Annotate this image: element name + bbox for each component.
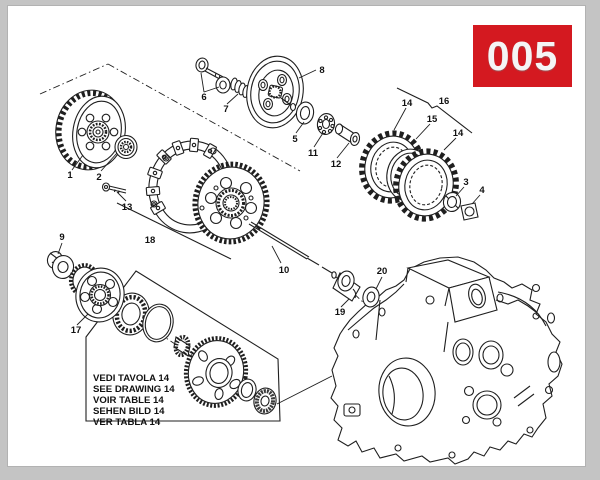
part-label-4: 4 [479,185,485,196]
part-11-bearing [316,113,336,135]
part-10-push-rod [248,221,337,279]
part-18-clutch-basket [145,137,270,245]
part-label-17: 17 [71,325,82,336]
inset-dark-bearing [253,387,277,415]
part-label-2: 2 [96,172,101,183]
part-label-13: 13 [122,202,133,213]
crankcase-half [330,256,563,465]
inset-primary-gear [183,336,249,408]
basket-fingers [145,137,217,215]
part-labels: 1 2 3 4 5 6 7 8 9 10 11 12 13 14 14 15 1… [59,65,485,336]
part-label-11: 11 [308,148,319,159]
part-label-12: 12 [331,159,342,170]
part-label-14a: 14 [402,98,413,109]
part-20-washer [362,286,380,308]
note-line-4: SEHEN BILD 14 [93,406,165,417]
note-line-5: VER TABLA 14 [93,417,161,428]
inset-box [85,270,333,422]
note-line-1: VEDI TAVOLA 14 [93,373,170,384]
part-label-7: 7 [223,104,228,115]
part-label-20: 20 [377,266,388,277]
part-8-pressure-plate [246,55,304,129]
part-label-18: 18 [145,235,156,246]
note-line-3: VOIR TABLE 14 [93,395,164,406]
part-18-group-line [116,202,232,260]
part-3-nut [442,191,462,213]
part-9-ring-nut [46,250,75,280]
part-13-screw [101,182,127,194]
inset-splined-bush [173,334,191,358]
inset-ring-washer [237,378,257,402]
part-19-spacer [332,270,361,302]
part-label-19: 19 [335,307,346,318]
part-label-6: 6 [201,92,206,103]
part-label-9: 9 [59,232,64,243]
inset-o-ring [142,303,174,343]
part-4-lock-washer [460,202,479,221]
part-17-clutch-hub [68,263,125,323]
part-label-8: 8 [319,65,324,76]
part-label-3: 3 [463,177,468,188]
part-label-1: 1 [67,170,73,181]
note-line-2: SEE DRAWING 14 [93,384,175,395]
part-1-primary-gear [55,89,126,171]
part-label-15: 15 [427,114,438,125]
leader-lines [57,69,481,326]
part-12-plunger [334,123,361,146]
part-6-spring-bolt [195,57,231,94]
table-number-badge: 005 [473,25,572,87]
part-16-plate-set [396,87,473,134]
part-label-14b: 14 [453,128,464,139]
part-label-5: 5 [292,134,298,145]
note-box: VEDI TAVOLA 14 SEE DRAWING 14 VOIR TABLE… [93,373,175,428]
part-label-16: 16 [439,96,450,107]
part-2-splined-washer [114,134,138,160]
part-14-friction-plate-right [393,148,459,222]
part-label-10: 10 [279,265,290,276]
